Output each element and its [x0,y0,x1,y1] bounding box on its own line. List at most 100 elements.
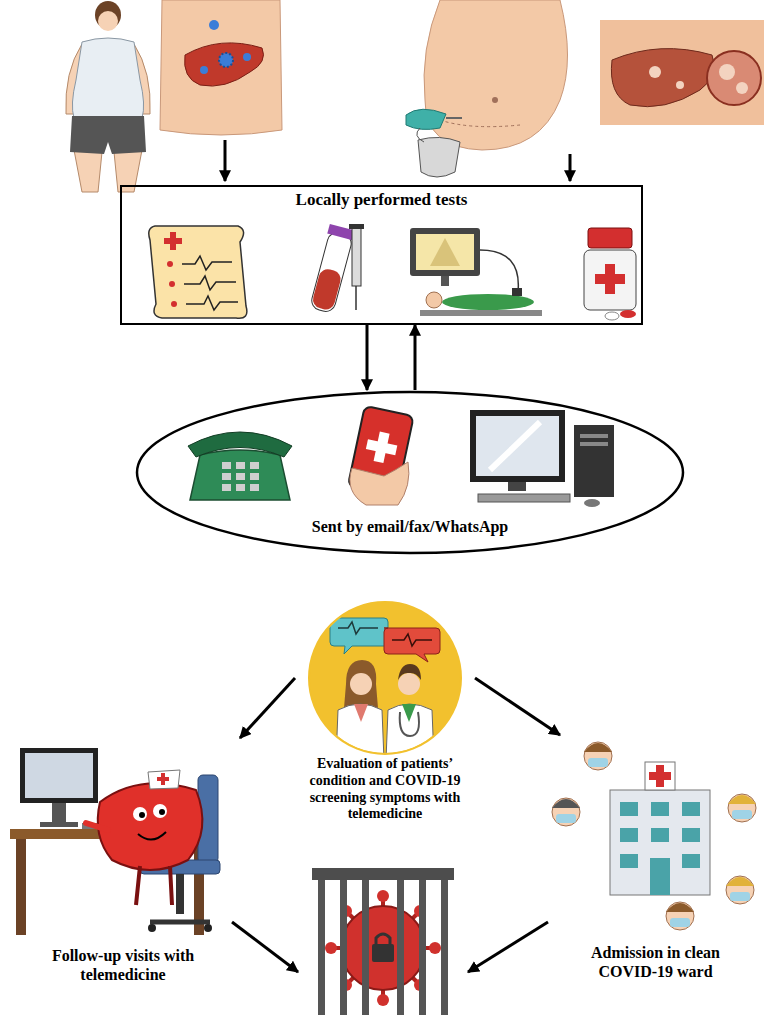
blood-tube-icon [308,224,357,314]
doctors-circle-illustration [338,622,378,634]
doctors-circle-illustration [309,602,461,760]
medicine-bottle-icon [584,250,636,310]
desk-telephone-icon [236,462,245,469]
jailed-virus-illustration [377,994,389,1006]
desk-telephone-icon [188,432,292,457]
connector-arrow [240,678,295,738]
hospital-ward-illustration [726,877,754,886]
hospital-ward-illustration [732,810,752,819]
evaluation-circle: Evaluation of patients’ condition and CO… [295,600,475,832]
doctors-circle-illustration [344,660,378,708]
smartphone-hand-icon [350,462,409,505]
ultrasound-icon [416,234,474,270]
telemedicine-desk-illustration [10,748,220,935]
paracentesis-abdomen [406,109,446,129]
ultrasound-icon [430,238,460,266]
torso-liver-virus [200,66,208,74]
liver-tumor-illustration [676,81,684,89]
hospital-ward-illustration [649,772,671,780]
hospital-ward-illustration [728,794,756,822]
ultrasound-icon [410,228,480,276]
node-label: Follow-up visits with telemedicine [48,946,198,984]
paracentesis-abdomen [446,117,462,119]
liver-tumor-illustration [600,20,764,125]
hospital-ward-illustration [620,828,638,842]
jailed-virus-illustration [376,934,390,944]
desk-telephone-icon [222,473,231,480]
hospital-ward-illustration [670,918,690,927]
hospital-ward-illustration [682,854,700,868]
desktop-computer-icon [574,425,614,497]
doctors-circle-illustration [330,618,440,760]
connector-arrow [475,678,560,735]
desktop-computer-icon [470,410,565,482]
hospital-ward-illustration [645,762,675,790]
hospital-ward-illustration [682,828,700,842]
desktop-computer-icon [508,482,526,491]
medicine-bottle-icon [620,310,636,318]
paracentesis-abdomen [418,137,460,177]
torso-liver-virus [160,0,282,135]
torso-liver-virus [243,53,251,61]
hospital-ward-illustration [552,742,756,930]
telemedicine-desk-illustration [138,832,166,840]
prescription-icon [164,238,182,244]
ultrasound-icon [442,294,534,310]
output-arrows [232,922,548,972]
liver-tumor-illustration [707,51,761,105]
telemedicine-desk-illustration [204,924,212,932]
hospital-ward-illustration [730,892,750,901]
desk-telephone-icon [188,432,292,500]
prescription-icon [169,281,175,287]
telemedicine-desk-illustration [176,874,184,914]
paracentesis-abdomen [417,128,424,142]
circle-outline [309,602,461,754]
admission-node: Admission in clean COVID-19 ward [548,735,758,1000]
telemedicine-desk-illustration [148,770,180,789]
jailed-virus-illustration [325,942,337,954]
ultrasound-icon [426,292,442,308]
telemedicine-desk-illustration [16,839,26,935]
telemedicine-desk-illustration [159,809,165,815]
telemedicine-desk-illustration [52,803,66,823]
blood-tube-icon [355,286,357,310]
connector-arrow [414,325,417,390]
node-label: Admission in clean COVID-19 ward [568,943,743,981]
desk-telephone-icon [236,473,245,480]
blood-tube-icon [311,267,343,311]
desktop-computer-icon [478,494,570,502]
node-label: Sent by email/fax/WhatsApp [285,517,535,536]
liver-tumor-illustration [649,66,661,78]
ultrasound-icon [480,250,518,292]
desk-telephone-icon [236,484,245,491]
blood-tube-icon [352,228,361,286]
liver-tumor-illustration [719,64,735,80]
desk-telephone-icon [190,450,290,500]
desk-telephone-icon [250,484,259,491]
torso-liver-virus [219,53,233,67]
doctors-circle-illustration [350,673,372,695]
torso-liver-virus [160,0,282,135]
input-arrows [569,154,572,181]
input-arrows [225,140,570,181]
telemedicine-desk-illustration [98,783,203,870]
prescription-icon [186,296,238,310]
hospital-ward-illustration [610,790,710,895]
hospital-ward-illustration [726,876,754,904]
telemedicine-desk-illustration [40,822,78,827]
telemedicine-desk-illustration [139,812,145,818]
telemedicine-desk-illustration [86,823,108,830]
hospital-ward-illustration [666,902,694,930]
jailed-virus-illustration [341,906,425,990]
doctors-circle-illustration [392,634,432,646]
doctors-circle-illustration [384,628,440,662]
telemedicine-desk-illustration [153,804,167,818]
ultrasound-icon [441,276,449,286]
medicine-bottle-icon [584,228,636,320]
jailed-virus-illustration [372,944,394,962]
jailed-virus-illustration [377,890,389,902]
doctors-circle-illustration [400,712,419,736]
hospital-ward-illustration [584,743,612,752]
